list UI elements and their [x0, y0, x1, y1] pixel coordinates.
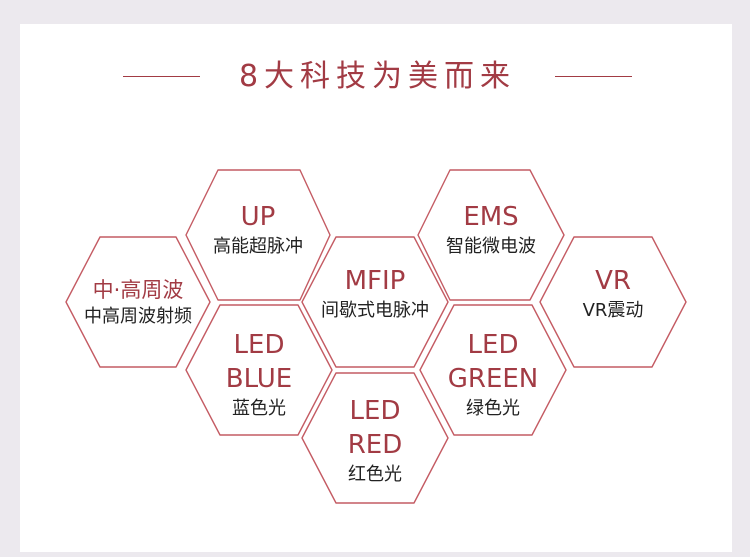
hex-led-green-subtitle: 绿色光: [466, 398, 520, 419]
hex-up: [185, 169, 331, 301]
hex-led-red-title: LED: [349, 396, 401, 426]
hex-rf-label: 中·高周波 中高周波射频: [66, 276, 210, 330]
hex-mfip-label: MFIP 间歇式电脉冲: [302, 264, 448, 324]
hex-led-red-subtitle: 红色光: [348, 464, 402, 485]
hex-ems-subtitle: 智能微电波: [446, 236, 536, 257]
hex-ems-title: EMS: [463, 202, 519, 232]
hex-rf-subtitle: 中高周波射频: [84, 306, 192, 327]
hex-up-label: UP 高能超脉冲: [186, 200, 330, 260]
section-header: 8大科技为美而来: [0, 54, 750, 100]
hex-rf: [65, 236, 211, 368]
hex-led-red-label: LED RED 红色光: [302, 394, 448, 488]
hex-led-blue-color: BLUE: [225, 364, 293, 394]
hex-up-title: UP: [240, 202, 276, 232]
hex-led-red-color: RED: [347, 430, 403, 460]
hex-led-green-color: GREEN: [447, 364, 539, 394]
hex-led-green-title: LED: [467, 330, 519, 360]
hex-led-green: [419, 304, 567, 436]
hex-vr-label: VR VR震动: [540, 264, 686, 324]
hex-vr-subtitle: VR震动: [582, 300, 644, 321]
title-divider-right: [555, 76, 632, 77]
hex-led-blue: [185, 304, 333, 436]
hex-mfip: [301, 236, 449, 368]
hex-mfip-title: MFIP: [344, 266, 406, 296]
hex-mfip-subtitle: 间歇式电脉冲: [321, 300, 429, 321]
hex-vr: [539, 236, 687, 368]
hex-rf-title: 中·高周波: [92, 278, 184, 302]
hex-led-green-label: LED GREEN 绿色光: [420, 328, 566, 422]
section-title: 8大科技为美而来: [238, 59, 517, 94]
hex-led-blue-subtitle: 蓝色光: [232, 398, 286, 419]
hex-led-blue-label: LED BLUE 蓝色光: [186, 328, 332, 422]
hex-up-subtitle: 高能超脉冲: [213, 236, 303, 257]
hex-vr-title: VR: [595, 266, 631, 296]
hex-led-red: [301, 372, 449, 504]
title-divider-left: [123, 76, 200, 77]
hex-led-blue-title: LED: [233, 330, 285, 360]
hex-ems: [417, 169, 565, 301]
hex-ems-label: EMS 智能微电波: [418, 200, 564, 260]
